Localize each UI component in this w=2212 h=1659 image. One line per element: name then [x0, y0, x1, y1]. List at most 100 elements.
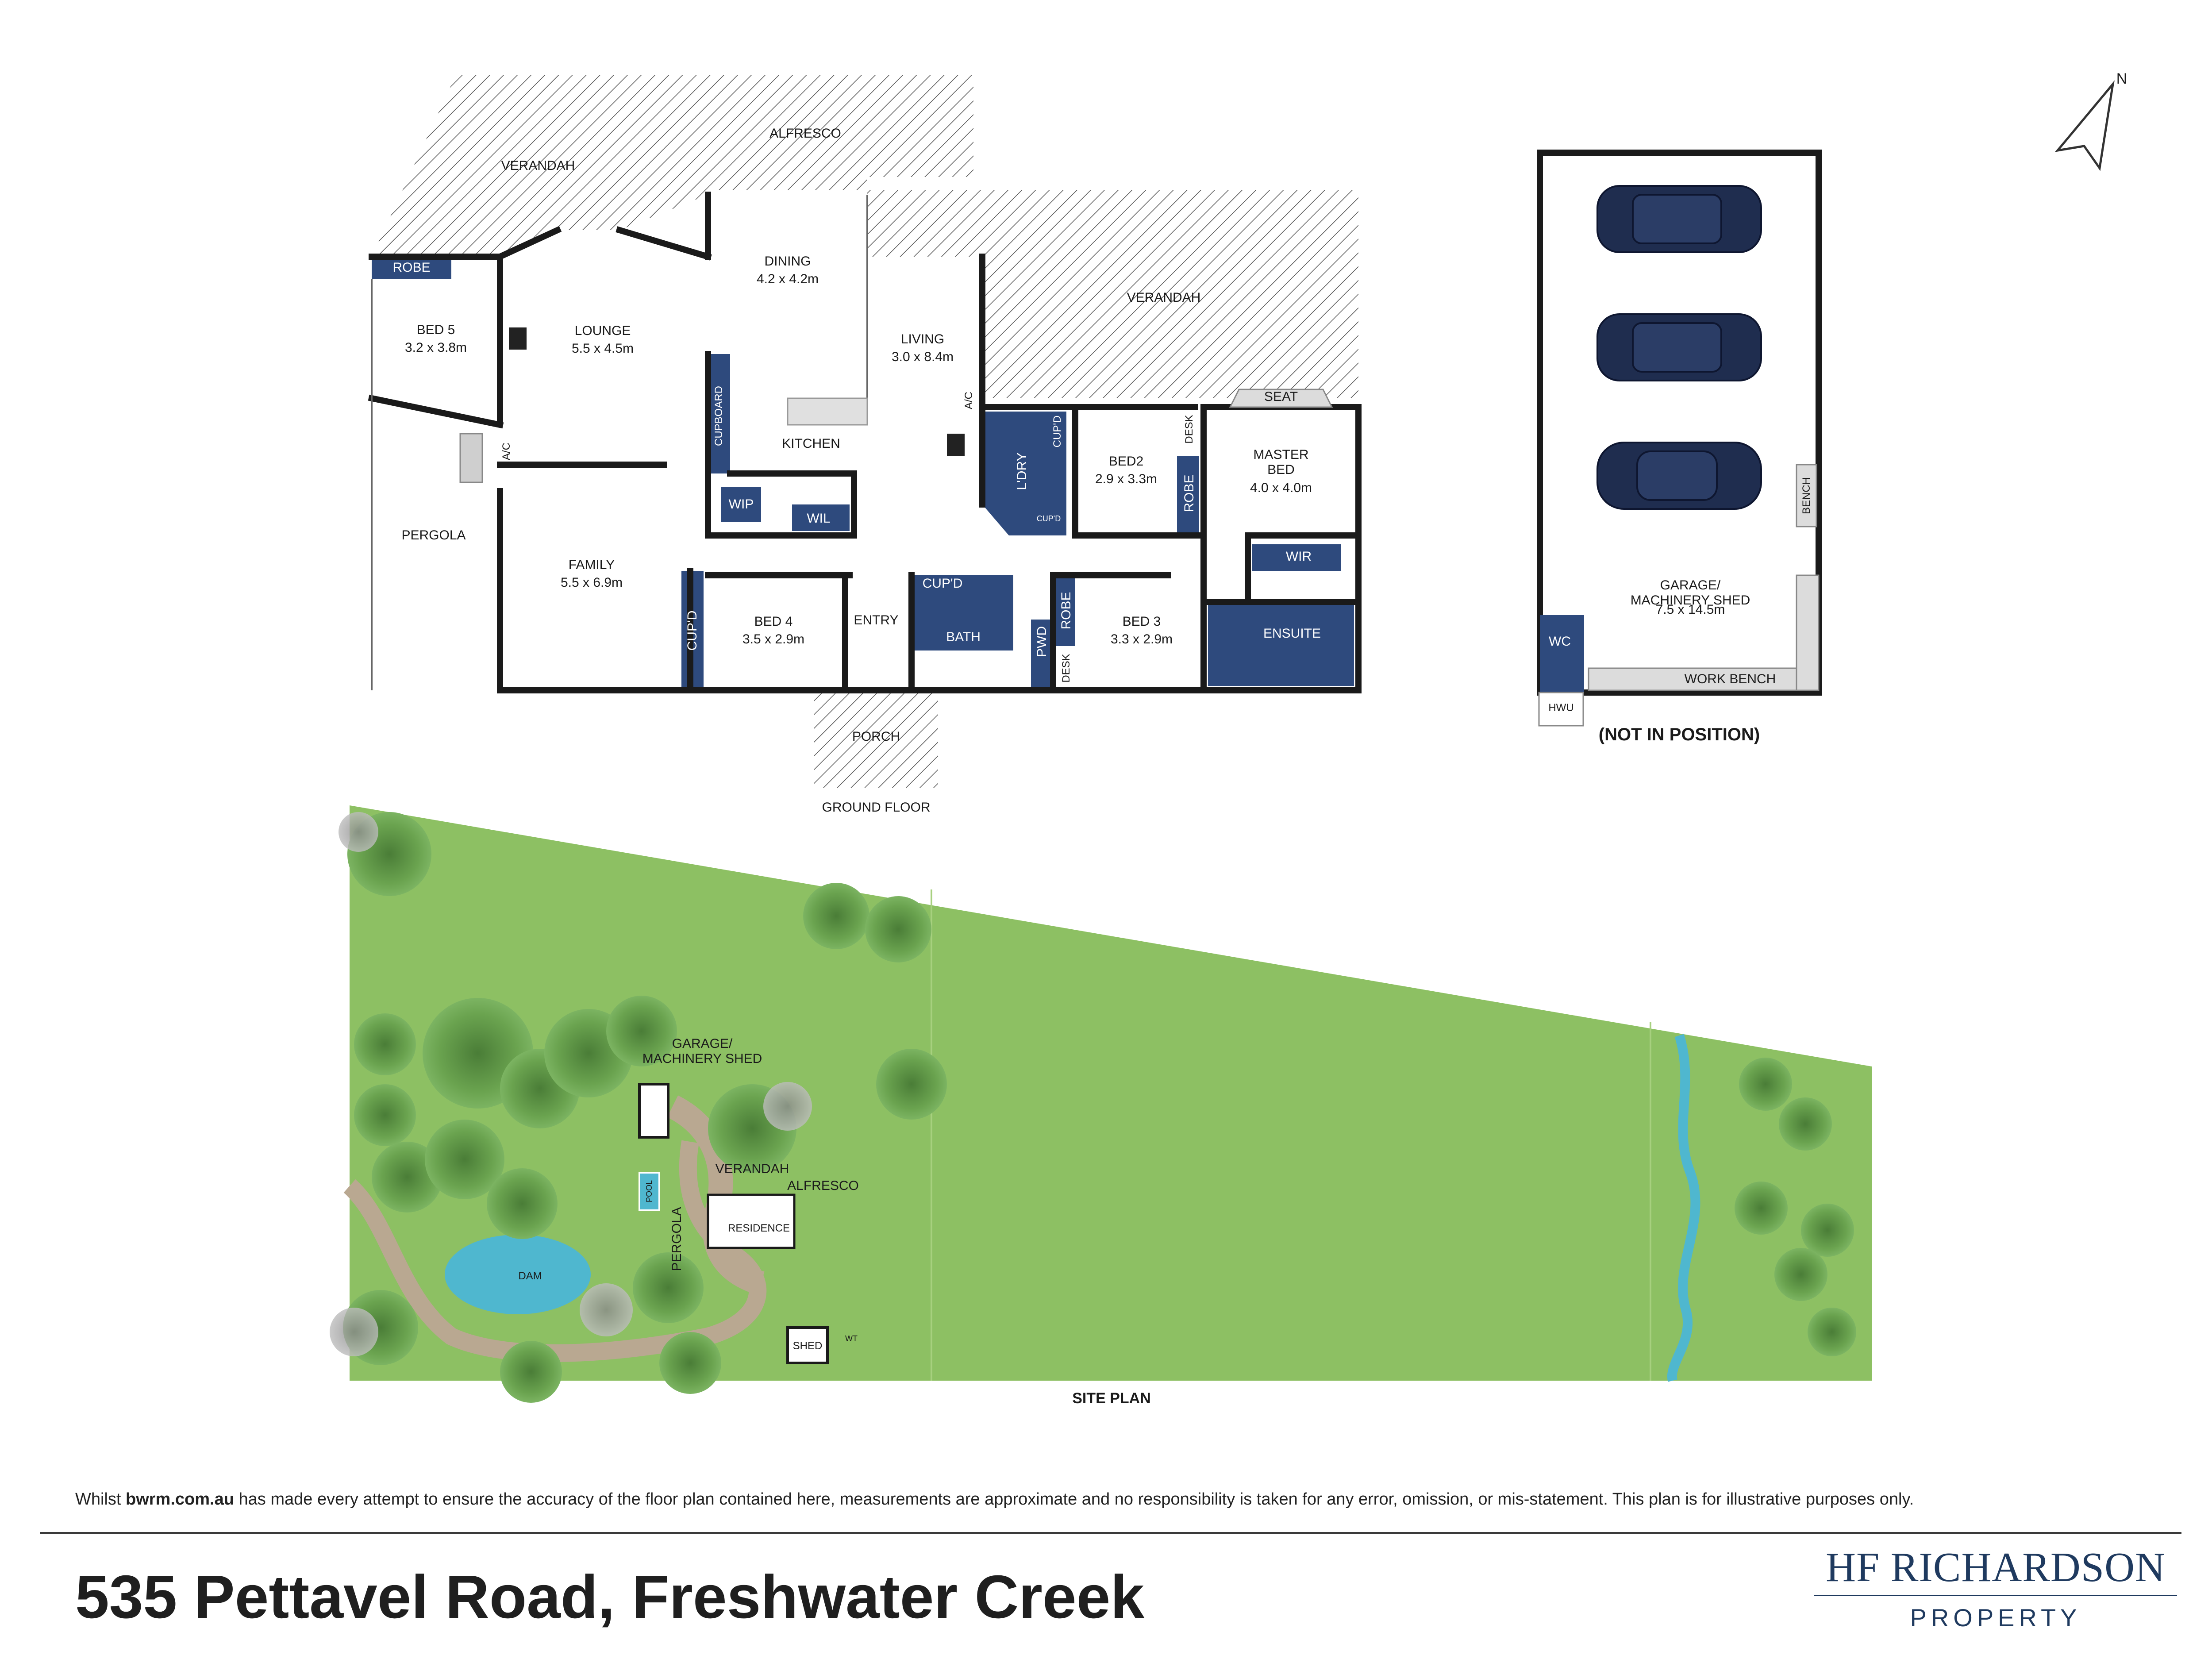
car-2	[1596, 313, 1762, 381]
label-robe-bed5: ROBE	[392, 260, 431, 275]
kitchen-island	[787, 397, 868, 426]
label-shed-title: GARAGE/ MACHINERY SHED	[1630, 578, 1750, 608]
shed-plan	[1537, 150, 1822, 727]
dim-bed5: 3.2 x 3.8m	[404, 340, 467, 355]
property-address: 535 Pettavel Road, Freshwater Creek	[75, 1563, 1145, 1631]
label-family: FAMILY	[568, 558, 615, 572]
label-cupd-family: CUP'D	[685, 610, 700, 651]
side-bench-block	[1796, 574, 1820, 691]
wil-block	[792, 504, 850, 531]
dim-shed: 7.5 x 14.5m	[1655, 602, 1725, 617]
site-label-pergola: PERGOLA	[669, 1207, 684, 1271]
label-cupboard: CUPBOARD	[713, 385, 725, 447]
car-3	[1596, 442, 1762, 510]
brand-name: HF RICHARDSON	[1826, 1544, 2166, 1590]
grey-trees	[330, 812, 812, 1356]
label-robe-bed3: ROBE	[1059, 592, 1073, 630]
label-bed3: BED 3	[1122, 614, 1161, 629]
site-plan-caption: SITE PLAN	[1072, 1390, 1151, 1407]
dim-bed3: 3.3 x 2.9m	[1110, 632, 1173, 647]
label-ensuite: ENSUITE	[1263, 626, 1321, 641]
dim-dining: 4.2 x 4.2m	[756, 272, 819, 286]
site-label-residence: RESIDENCE	[727, 1222, 790, 1234]
creek	[1667, 1034, 1700, 1382]
label-bed5: BED 5	[416, 323, 455, 337]
label-cupd-small: CUP'D	[1036, 514, 1061, 523]
footer-divider	[40, 1532, 2181, 1534]
site-label-shed: SHED	[792, 1340, 823, 1352]
label-work-bench: WORK BENCH	[1684, 672, 1776, 686]
label-wil: WIL	[807, 511, 831, 526]
label-wir: WIR	[1285, 549, 1312, 564]
label-living: LIVING	[900, 332, 945, 346]
label-alfresco: ALFRESCO	[769, 126, 841, 141]
site-label-wt: WT	[845, 1334, 858, 1343]
dim-lounge: 5.5 x 4.5m	[571, 341, 634, 356]
robe-bed5	[372, 257, 451, 279]
label-pergola: PERGOLA	[401, 528, 466, 543]
wir-block	[1252, 544, 1341, 571]
label-kitchen: KITCHEN	[782, 436, 840, 451]
label-dining: DINING	[764, 254, 811, 269]
disclaimer-post: has made every attempt to ensure the acc…	[234, 1490, 1914, 1509]
label-ldry: L'DRY	[1015, 452, 1029, 490]
site-shed	[786, 1326, 829, 1364]
robe-bed3-block	[1053, 575, 1075, 646]
label-wc: WC	[1549, 634, 1571, 649]
label-cupd-bath: CUP'D	[922, 576, 963, 591]
label-desk-bed3: DESK	[1060, 654, 1072, 683]
label-bed4: BED 4	[754, 614, 793, 629]
bench-block	[1796, 464, 1817, 527]
wc-block	[1540, 615, 1584, 693]
floor-plan	[368, 75, 1362, 788]
site-label-pool: POOL	[645, 1180, 654, 1203]
ensuite-block	[1208, 602, 1354, 686]
dam	[445, 1235, 591, 1314]
label-hwu: HWU	[1548, 702, 1574, 714]
label-not-in-position: (NOT IN POSITION)	[1598, 725, 1760, 744]
fireplace-lounge	[509, 327, 527, 350]
cupboard-block	[708, 354, 730, 473]
brand-rule	[1814, 1595, 2177, 1596]
site-label-alfresco: ALFRESCO	[787, 1178, 859, 1193]
dim-family: 5.5 x 6.9m	[560, 575, 623, 590]
label-entry: ENTRY	[854, 613, 899, 627]
label-ac-left: A/C	[500, 442, 512, 461]
disclaimer-site-link[interactable]: bwrm.com.au	[126, 1490, 234, 1509]
label-lounge: LOUNGE	[574, 323, 631, 338]
brand-sub: PROPERTY	[1910, 1604, 2081, 1632]
label-pwd: PWD	[1035, 626, 1049, 657]
pwd-block	[1031, 620, 1053, 690]
north-arrow-icon	[2054, 80, 2115, 171]
site-garage	[638, 1083, 669, 1139]
label-bench: BENCH	[1800, 477, 1812, 515]
label-verandah-west: VERANDAH	[501, 158, 575, 173]
site-label-verandah: VERANDAH	[715, 1162, 789, 1176]
site-label-garage: GARAGE/ MACHINERY SHED	[642, 1036, 762, 1066]
seat-bench	[1229, 389, 1333, 408]
label-wip: WIP	[728, 497, 754, 512]
disclaimer-pre: Whilst	[75, 1490, 126, 1509]
dim-living: 3.0 x 8.4m	[891, 350, 954, 364]
porch-area	[814, 690, 938, 788]
label-desk-bed2: DESK	[1183, 415, 1195, 444]
ground-floor-caption: GROUND FLOOR	[822, 800, 931, 815]
robe-bed2-block	[1177, 456, 1199, 535]
label-bed2: BED2	[1108, 454, 1144, 469]
trees	[343, 812, 1856, 1403]
cupd-small-block	[1031, 500, 1066, 535]
label-bath: BATH	[946, 630, 981, 644]
dim-bed2: 2.9 x 3.3m	[1095, 472, 1158, 486]
label-robe-bed2: ROBE	[1182, 474, 1196, 512]
site-pool	[639, 1172, 660, 1211]
label-north: N	[2116, 70, 2127, 87]
bbq-pergola	[459, 433, 483, 483]
label-ac-right: A/C	[963, 391, 975, 410]
site-residence	[707, 1193, 796, 1249]
cupd-ldry-block	[1049, 412, 1066, 451]
car-1	[1596, 185, 1762, 253]
cupd-bath-block	[912, 575, 1000, 597]
label-cupd-ldry: CUP'D	[1051, 415, 1063, 448]
site-label-dam: DAM	[518, 1270, 542, 1282]
fireplace-living	[947, 434, 965, 456]
